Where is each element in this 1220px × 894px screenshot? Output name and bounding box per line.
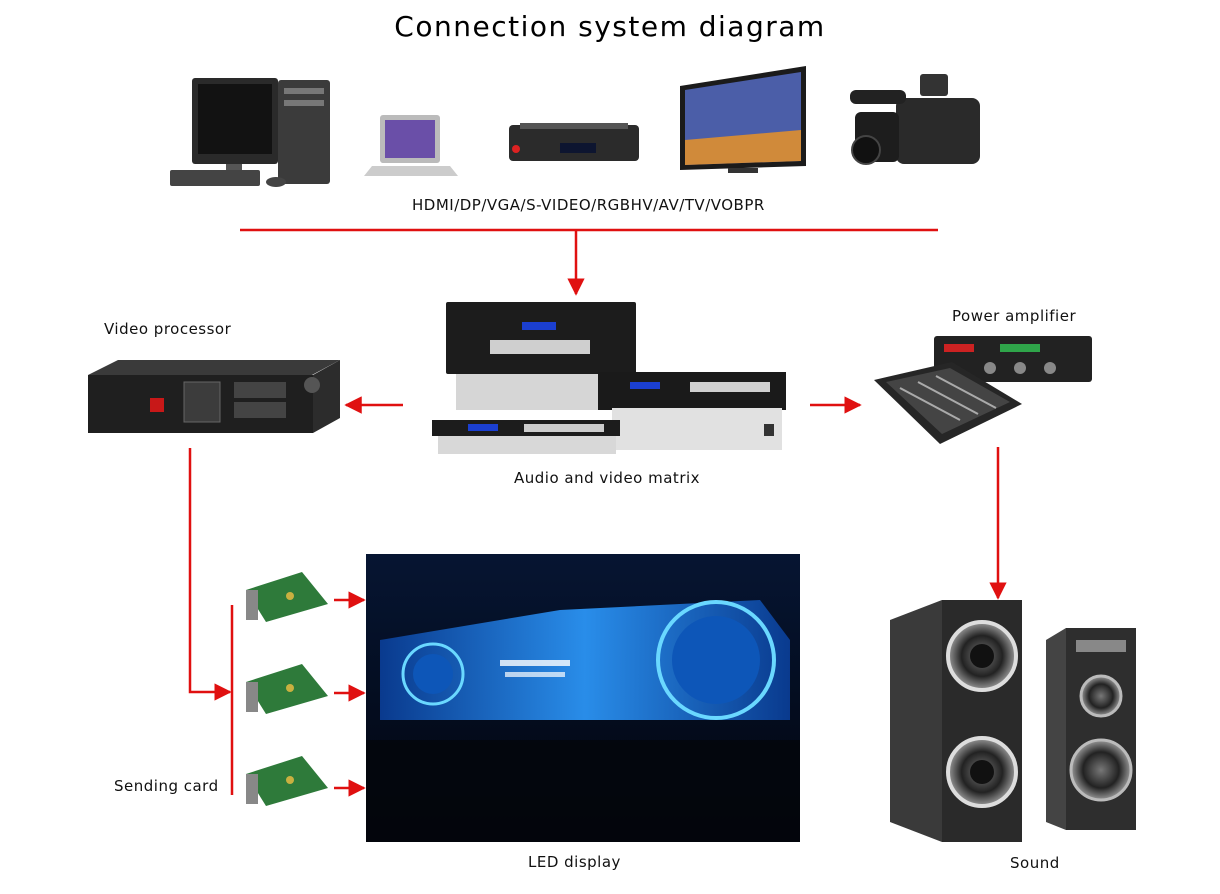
sending-card-1 bbox=[246, 572, 328, 622]
speaker-large bbox=[890, 600, 1022, 842]
power-amplifier-device bbox=[874, 336, 1092, 444]
sending-card-2 bbox=[246, 664, 328, 714]
sound-label: Sound bbox=[1010, 854, 1060, 872]
television-icon bbox=[680, 66, 806, 173]
media-player-icon bbox=[509, 123, 639, 161]
camcorder-icon bbox=[850, 74, 980, 165]
matrix-device bbox=[432, 302, 786, 454]
diagram-title: Connection system diagram bbox=[394, 10, 826, 43]
sending-card-label: Sending card bbox=[114, 777, 219, 795]
power-amplifier-label: Power amplifier bbox=[952, 307, 1077, 325]
sources-label: HDMI/DP/VGA/S-VIDEO/RGBHV/AV/TV/VOBPR bbox=[412, 196, 765, 214]
sending-card-3 bbox=[246, 756, 328, 806]
desktop-computer-icon bbox=[170, 78, 330, 187]
matrix-label: Audio and video matrix bbox=[514, 469, 701, 487]
video-processor-device bbox=[88, 360, 340, 433]
led-display-label: LED display bbox=[528, 853, 621, 871]
video-processor-label: Video processor bbox=[104, 320, 232, 338]
led-display-image bbox=[366, 554, 800, 842]
speaker-small bbox=[1046, 628, 1136, 830]
laptop-icon bbox=[364, 115, 458, 176]
arrow-to-sending-cards bbox=[188, 448, 232, 701]
